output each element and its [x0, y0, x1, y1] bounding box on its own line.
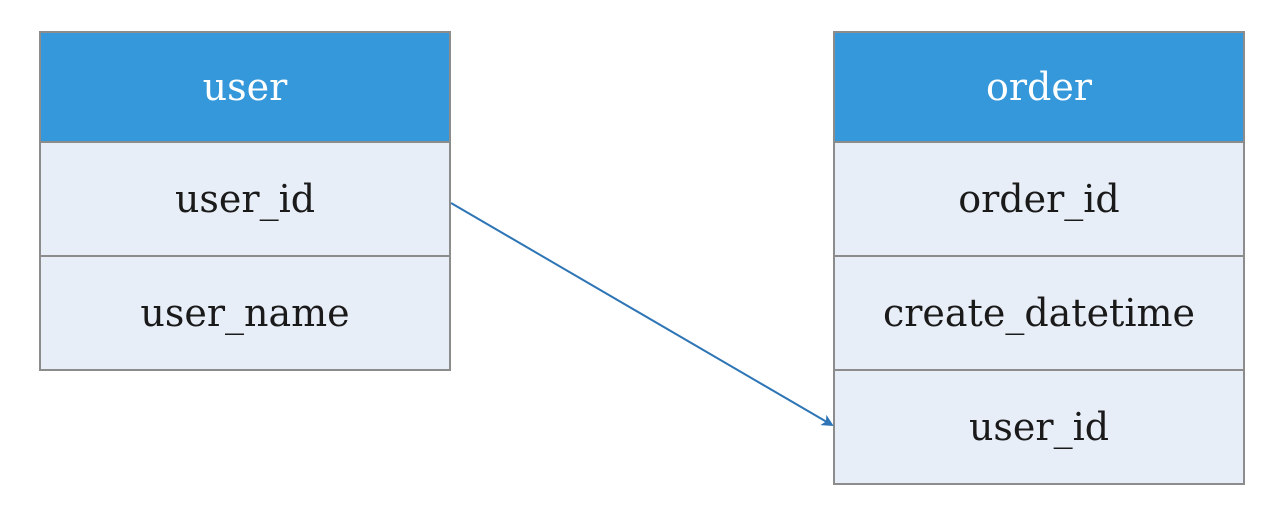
order-field-user-id: user_id	[835, 369, 1243, 483]
order-entity-table[interactable]: order order_id create_datetime user_id	[833, 31, 1245, 485]
order-field-create-datetime: create_datetime	[835, 255, 1243, 369]
order-field-order-id: order_id	[835, 141, 1243, 255]
foreign-key-arrow	[450, 202, 834, 427]
user-entity-title: user	[41, 33, 449, 141]
order-entity-title: order	[835, 33, 1243, 141]
user-entity-table[interactable]: user user_id user_name	[39, 31, 451, 371]
user-field-user-id: user_id	[41, 141, 449, 255]
user-field-user-name: user_name	[41, 255, 449, 369]
